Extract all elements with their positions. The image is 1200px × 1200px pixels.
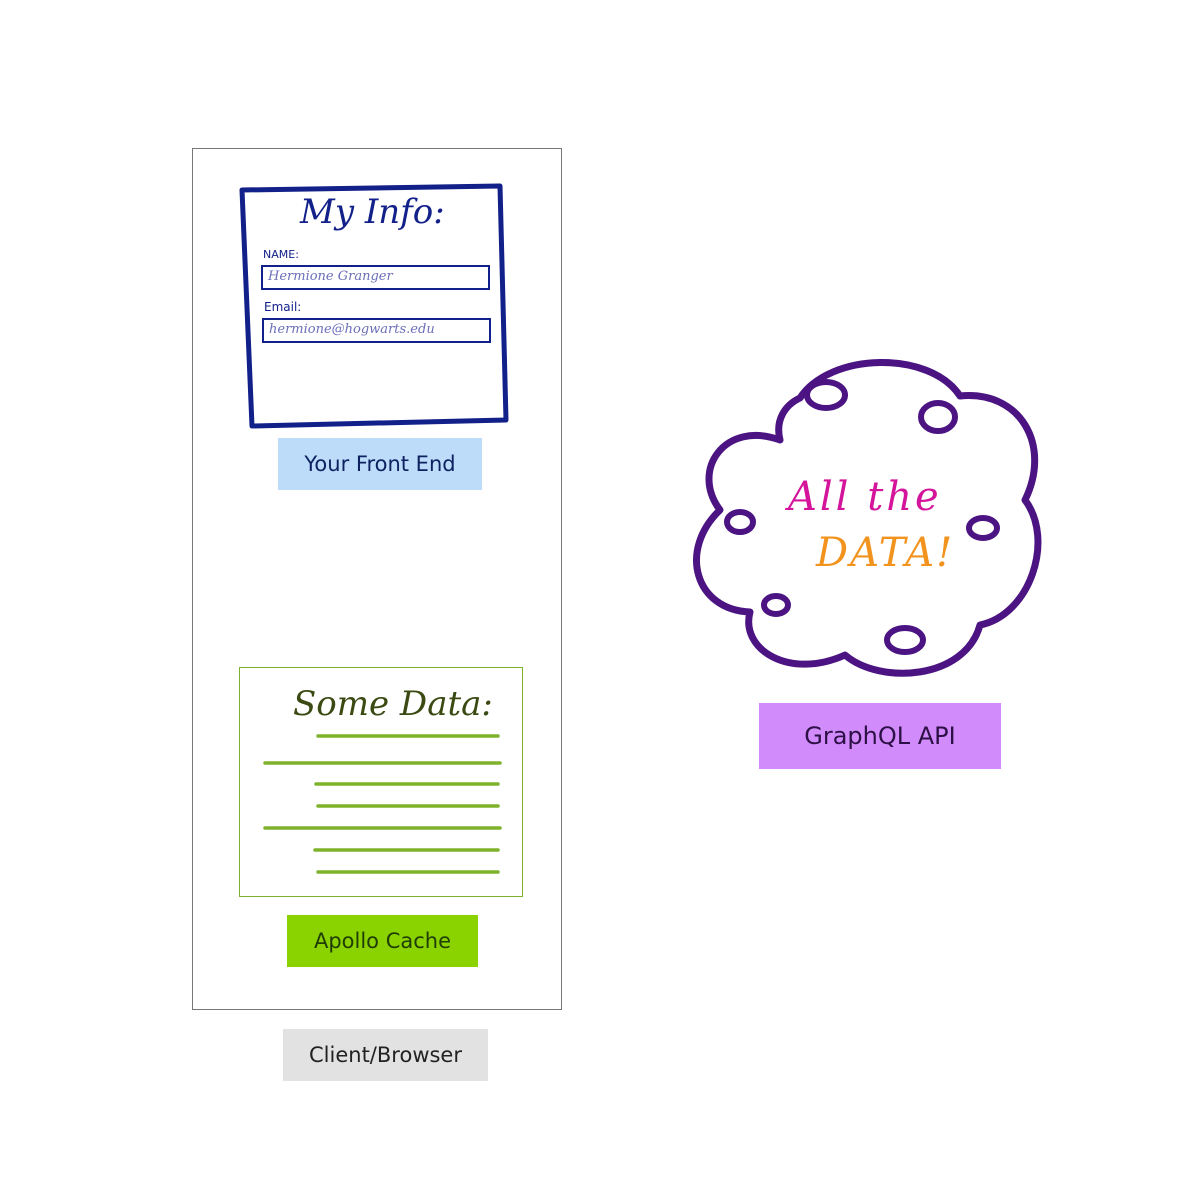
client-browser-container <box>192 148 562 1010</box>
email-label: Email: <box>264 300 302 314</box>
some-data-title: Some Data: <box>293 684 493 724</box>
cache-data-lines <box>263 734 502 874</box>
graphql-api-label: GraphQL API <box>759 703 1001 769</box>
front-end-frame <box>239 183 509 429</box>
client-browser-label: Client/Browser <box>283 1029 488 1081</box>
apollo-cache-label: Apollo Cache <box>287 915 478 967</box>
cloud-text-line1: All the <box>788 474 942 520</box>
front-end-sketch <box>239 183 509 429</box>
cloud-text-line2: DATA! <box>816 530 955 576</box>
email-field[interactable]: hermione@hogwarts.edu <box>262 318 491 343</box>
apollo-cache-box <box>239 667 523 897</box>
front-end-label: Your Front End <box>278 438 482 490</box>
my-info-title: My Info: <box>300 192 445 232</box>
name-label: NAME: <box>263 248 299 261</box>
data-cloud-icon <box>693 359 1042 677</box>
name-field[interactable]: Hermione Granger <box>261 265 490 290</box>
